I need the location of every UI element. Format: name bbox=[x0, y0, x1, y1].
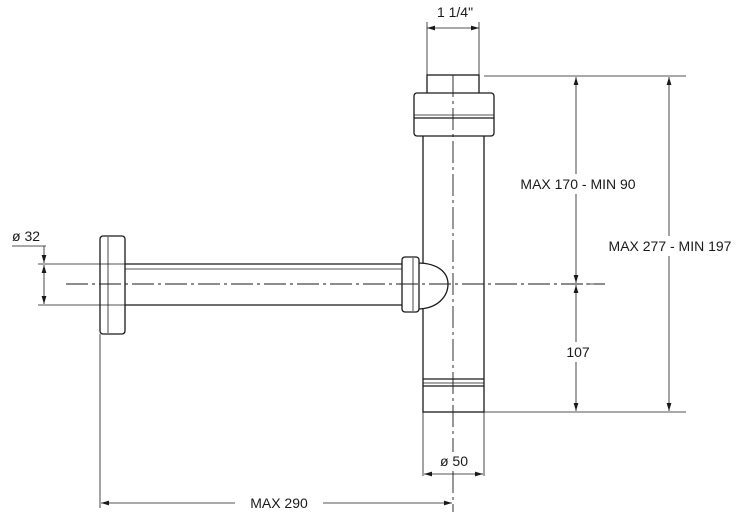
dimension-total-height-label: MAX 277 - MIN 197 bbox=[609, 238, 732, 254]
dimension-total-height: MAX 277 - MIN 197 bbox=[597, 77, 743, 411]
dimension-upper-height-label: MAX 170 - MIN 90 bbox=[520, 176, 635, 192]
dimension-top-outlet: 1 1/4" bbox=[426, 4, 480, 76]
dimension-wall-pipe-label: ø 32 bbox=[12, 228, 40, 244]
dimension-top-outlet-label: 1 1/4" bbox=[437, 4, 473, 20]
dimension-max-length-label: MAX 290 bbox=[250, 495, 308, 511]
height-extension-lines bbox=[484, 75, 686, 413]
dimension-lower-height: 107 bbox=[562, 285, 594, 411]
wall-flange bbox=[99, 235, 126, 335]
dimension-wall-pipe: ø 32 bbox=[12, 228, 125, 306]
dimension-max-length: MAX 290 bbox=[99, 334, 452, 513]
dimension-body-diameter: ø 50 bbox=[422, 412, 485, 477]
dimension-upper-height: MAX 170 - MIN 90 bbox=[508, 77, 648, 283]
center-lines bbox=[66, 75, 605, 512]
trap-body bbox=[413, 74, 495, 413]
dimension-body-diameter-label: ø 50 bbox=[440, 453, 468, 469]
dimension-lower-height-label: 107 bbox=[566, 344, 590, 360]
horizontal-pipe bbox=[125, 263, 402, 306]
side-connector bbox=[401, 256, 449, 313]
